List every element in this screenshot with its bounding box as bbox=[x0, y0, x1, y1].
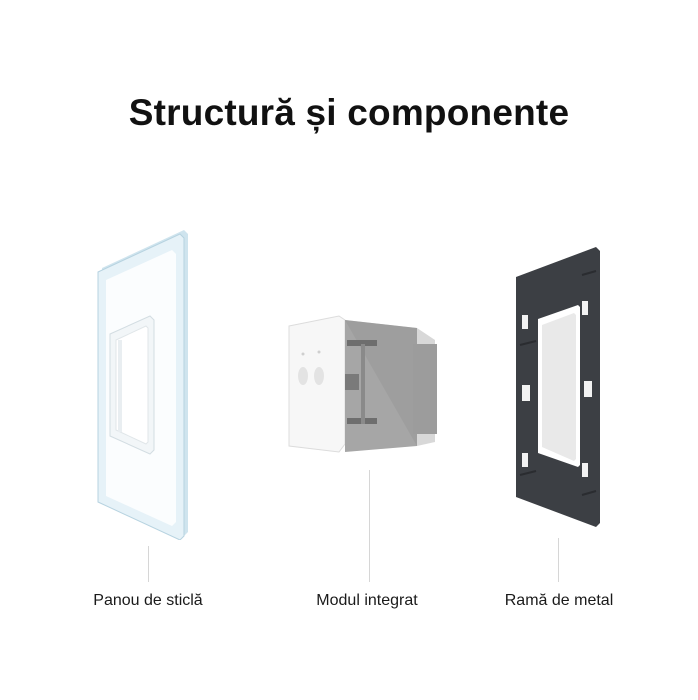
switch-module-image bbox=[288, 315, 437, 453]
component-label-frame: Ramă de metal bbox=[504, 592, 614, 609]
glass-panel-image bbox=[97, 230, 188, 540]
leader-line bbox=[148, 546, 149, 582]
component-label-glass-panel: Panou de sticlă bbox=[93, 592, 203, 609]
leader-line bbox=[558, 538, 559, 582]
page-title: Structură și componente bbox=[128, 92, 570, 133]
component-label-module: Modul integrat bbox=[316, 592, 418, 609]
metal-frame-image bbox=[516, 247, 600, 527]
leader-line bbox=[369, 470, 370, 582]
